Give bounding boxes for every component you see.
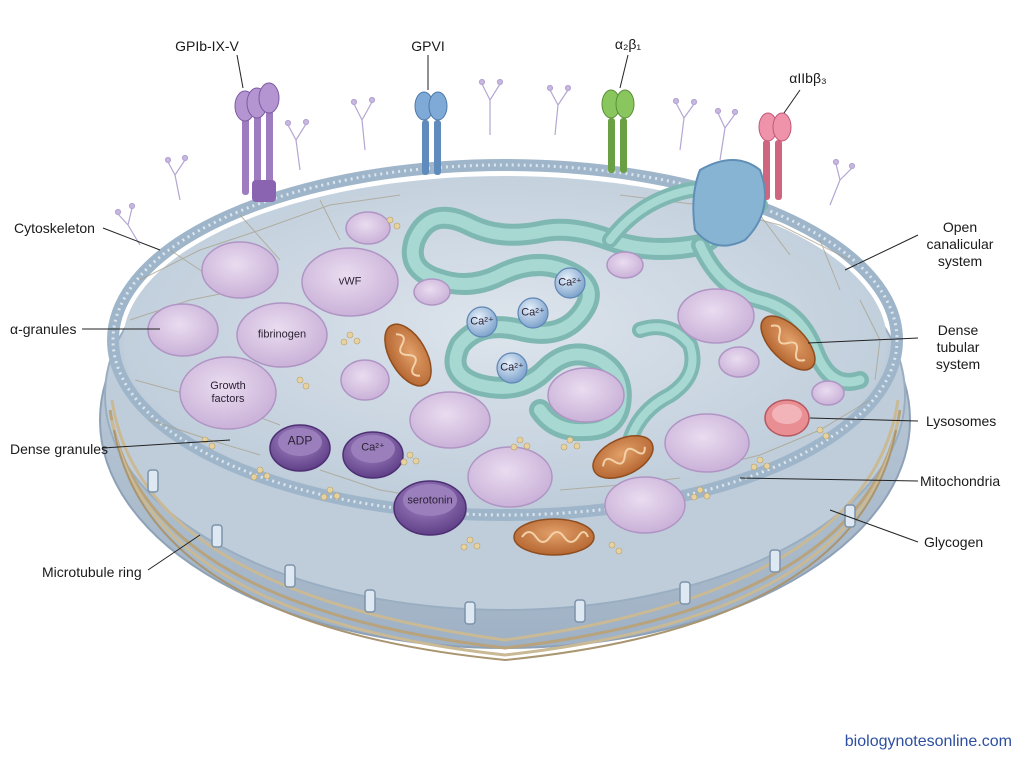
label-dense-granules: Dense granules: [10, 441, 109, 457]
mitochondria: [384, 315, 816, 556]
label-gpvi: GPVI: [411, 38, 445, 54]
glycogen-particles: [201, 216, 830, 555]
watermark: biologynotesonline.com: [844, 733, 1012, 750]
receptor-gpvi: [414, 91, 448, 175]
granule-label-growth-factors: Growth factors: [210, 380, 246, 405]
microtubule-clamps: [147, 469, 856, 625]
granule-label-fibrinogen: fibrinogen: [257, 328, 307, 341]
label-cytoskeleton: Cytoskeleton: [14, 220, 95, 236]
dense-granules: [269, 424, 467, 536]
calcium-label: Ca²⁺: [500, 361, 524, 374]
calcium-label: Ca²⁺: [470, 315, 494, 328]
label-glycogen: Glycogen: [924, 534, 984, 550]
label-mitochondria: Mitochondria: [920, 473, 1001, 489]
calcium-label: Ca²⁺: [558, 276, 582, 289]
label-gp1b: GPIb-IX-V: [175, 38, 239, 54]
calcium-label: Ca²⁺: [521, 306, 545, 319]
granule-label-vwf: vWF: [338, 275, 362, 288]
receptor-a2b1: [601, 89, 635, 173]
label-microtubule-ring: Microtubule ring: [42, 564, 142, 580]
receptor-gp1b: [234, 82, 280, 202]
label-dense-tubular-system: Dense tubular system: [935, 322, 981, 372]
granule-label-ca: Ca²⁺: [361, 441, 385, 454]
lysosome: [764, 399, 810, 437]
alpha-granules: [147, 211, 845, 534]
label-aiib3: αIIbβ₃: [789, 70, 827, 86]
leader-lines: [82, 54, 919, 571]
label-alpha-granules: α-granules: [10, 321, 77, 337]
calcium-stores: [466, 267, 586, 384]
receptor-aiib3: [758, 112, 792, 200]
glycocalyx: [114, 78, 856, 246]
label-a2b1: α₂β₁: [614, 36, 642, 52]
label-lysosomes: Lysosomes: [926, 413, 997, 429]
ocs-surface-opening: [692, 159, 766, 247]
granule-label-adp: ADP: [287, 433, 313, 448]
label-open-canalicular-system: Open canalicular system: [926, 219, 994, 269]
granule-label-serotonin: serotonin: [407, 494, 453, 507]
